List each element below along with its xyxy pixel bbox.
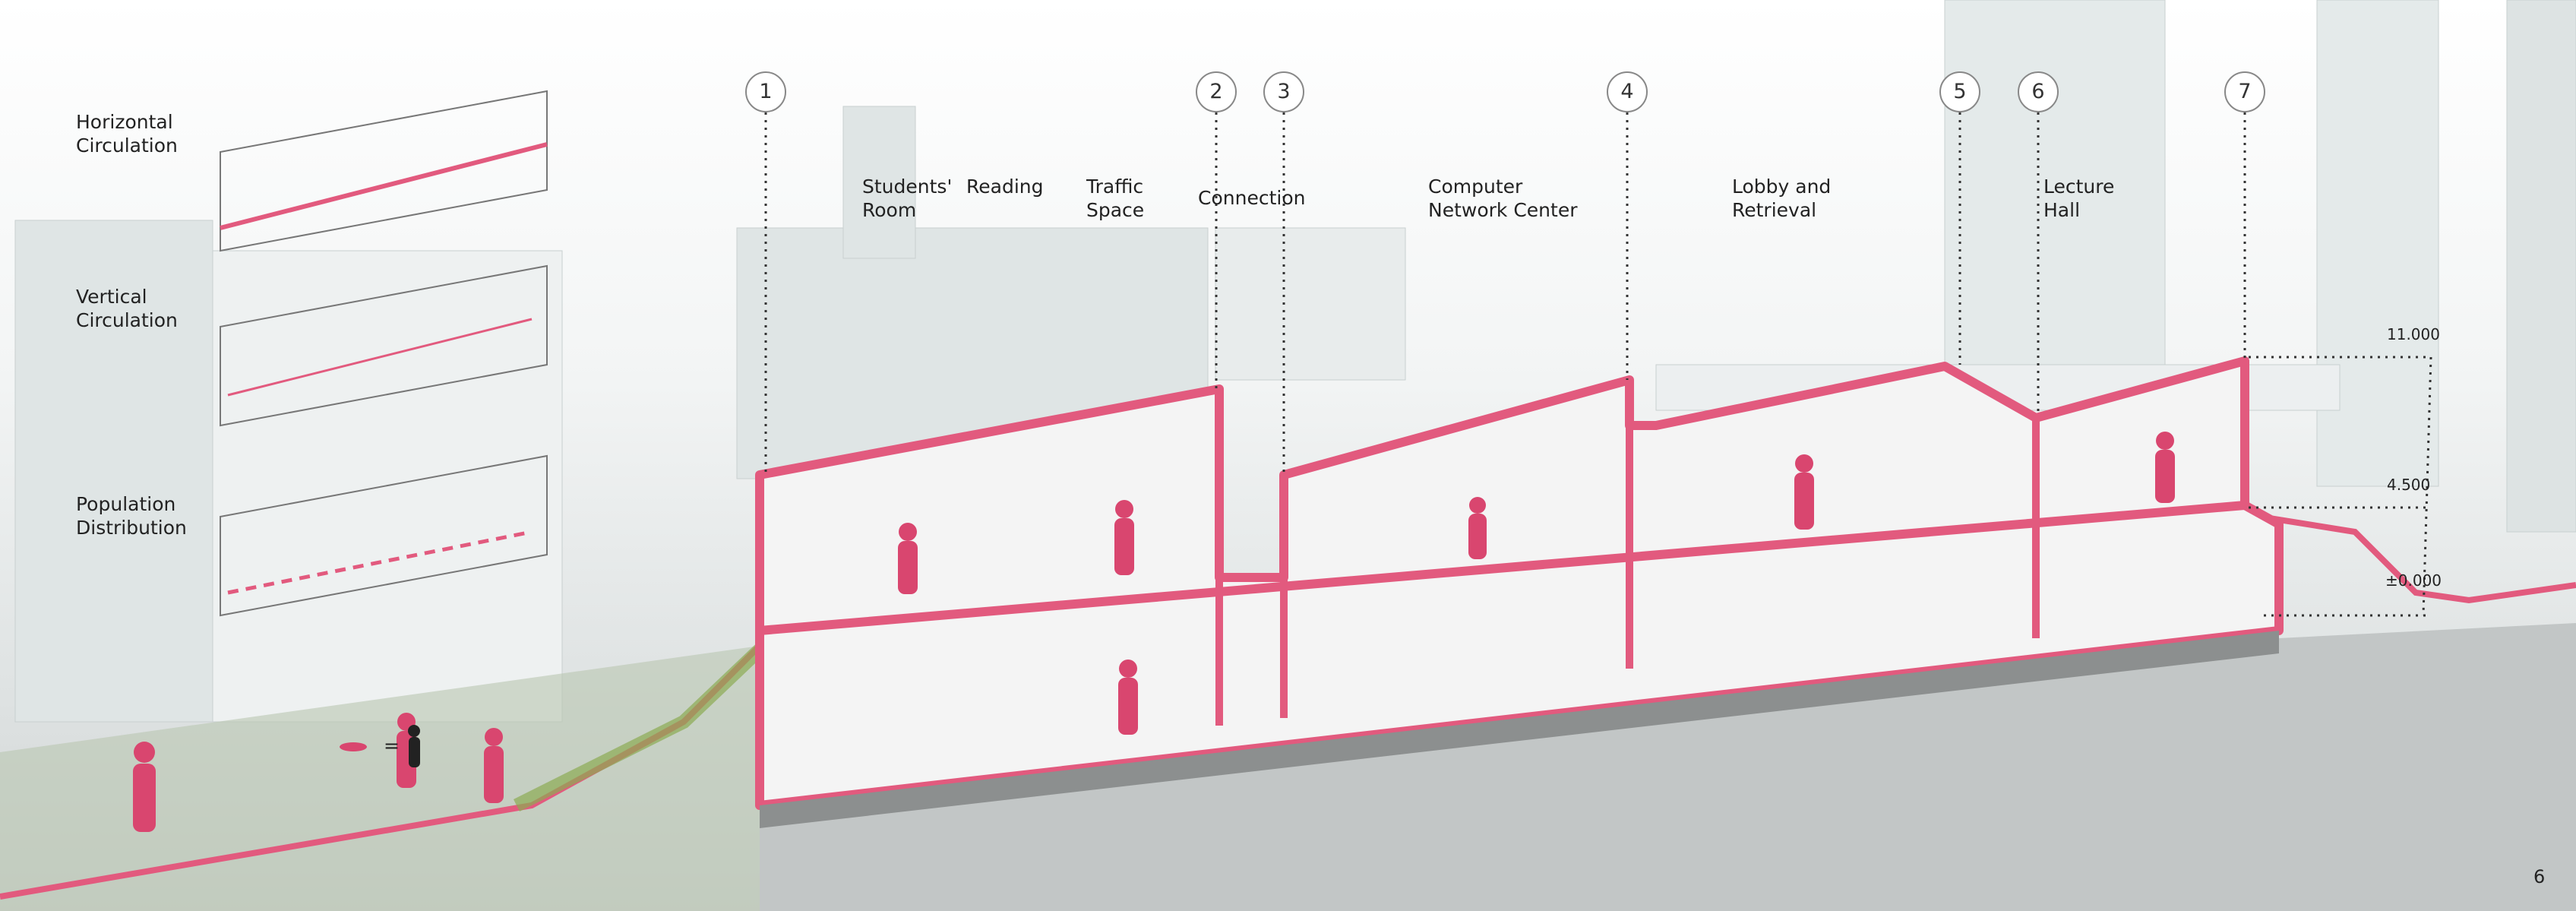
axis-marker-7: 7 [2224, 71, 2265, 112]
axis-marker-2: 2 [1196, 71, 1237, 112]
label-lecture-hall: Lecture Hall [2043, 176, 2115, 221]
elevation-4500: 4.500 [2387, 476, 2431, 494]
axis-marker-4: 4 [1607, 71, 1648, 112]
people-figures [133, 432, 2175, 832]
soil [760, 623, 2576, 911]
elevation-11000: 11.000 [2387, 325, 2440, 343]
axis-marker-3: 3 [1263, 71, 1304, 112]
population-legend-dot [340, 742, 367, 751]
label-reading: Reading [966, 176, 1044, 198]
ground-line-right [2259, 514, 2576, 604]
legend-equals: = [384, 735, 400, 757]
axis-lines [764, 112, 2432, 617]
label-vertical-circulation: Vertical Circulation [76, 286, 178, 331]
label-connection: Connection [1198, 187, 1306, 209]
background-buildings [14, 0, 2576, 723]
label-traffic-space: Traffic Space [1086, 176, 1145, 221]
axis-marker-6: 6 [2018, 71, 2059, 112]
building-section [755, 356, 2284, 828]
axis-marker-5: 5 [1939, 71, 1980, 112]
page-number: 6 [2533, 866, 2546, 887]
lawn [0, 646, 760, 911]
circulation-diagrams [220, 90, 548, 617]
label-horizontal-circulation: Horizontal Circulation [76, 111, 178, 157]
label-computer-network-center: Computer Network Center [1428, 176, 1578, 221]
elevation-0000: ±0.000 [2385, 571, 2442, 590]
label-students-room: Students' Room [862, 176, 953, 221]
axis-marker-1: 1 [745, 71, 786, 112]
label-lobby-retrieval: Lobby and Retrieval [1732, 176, 1832, 221]
label-population-distribution: Population Distribution [76, 493, 187, 539]
